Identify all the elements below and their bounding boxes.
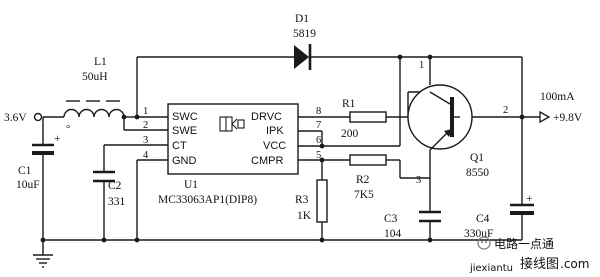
c1-plus: + <box>54 133 61 145</box>
q1-pin-1: 1 <box>419 60 424 71</box>
capacitor-c4 <box>510 203 534 215</box>
c2-value: 331 <box>108 196 126 208</box>
l1-ref: L1 <box>94 56 107 68</box>
r1-value: 200 <box>341 128 359 140</box>
pin-label-cmpr: CMPR <box>251 155 283 167</box>
resistor-r3 <box>316 179 328 223</box>
input-terminal <box>33 112 43 122</box>
output-arrow-icon <box>539 110 551 124</box>
pin-8: 8 <box>316 106 321 117</box>
r2-ref: R2 <box>356 174 370 186</box>
capacitor-c1 <box>32 143 54 155</box>
c1-ref: C1 <box>18 165 32 177</box>
pin-label-swc: SWC <box>172 111 198 123</box>
pin-7: 7 <box>316 120 321 131</box>
c4-ref: C4 <box>476 213 490 225</box>
pin-4: 4 <box>143 150 149 161</box>
wires <box>33 56 540 268</box>
q1-value: 8550 <box>466 167 489 179</box>
r3-ref: R3 <box>295 194 309 206</box>
u1-ref: U1 <box>184 179 198 191</box>
junctions <box>40 54 525 243</box>
resistor-r2 <box>349 154 387 166</box>
pin-2: 2 <box>143 120 148 131</box>
resistor-r1 <box>349 111 387 123</box>
pin-label-drvc: DRVC <box>251 111 282 123</box>
d1-value: 5819 <box>293 28 316 40</box>
c3-value: 104 <box>384 228 402 240</box>
ic-u1 <box>167 103 299 175</box>
c2-ref: C2 <box>108 180 122 192</box>
c3-ref: C3 <box>384 213 398 225</box>
output-voltage: +9.8V <box>553 112 583 124</box>
pin-label-ct: CT <box>172 140 187 152</box>
capacitor-c2 <box>93 170 115 183</box>
watermark-domain: .com <box>560 257 589 271</box>
watermark-text: 电路一点通 <box>494 236 554 251</box>
watermark-logo-text: 接线图 <box>520 256 559 272</box>
watermark-url: jiexiantu <box>469 263 513 274</box>
output-current: 100mA <box>540 91 575 103</box>
pin-6: 6 <box>316 135 321 146</box>
q1-pin-3: 3 <box>416 175 421 186</box>
c1-value: 10uF <box>16 179 40 191</box>
pin-label-gnd: GND <box>172 155 197 167</box>
r2-value: 7K5 <box>354 189 374 201</box>
pin-3: 3 <box>143 135 148 146</box>
q1-pin-2: 2 <box>503 105 508 116</box>
r3-value: 1K <box>297 210 312 222</box>
c4-plus: + <box>526 193 533 205</box>
q1-ref: Q1 <box>470 152 484 164</box>
pin-label-ipk: IPK <box>266 125 284 137</box>
watermark: 电路一点通 jiexiantu 接线图 .com <box>469 236 589 274</box>
transistor-q1 <box>407 84 473 151</box>
coupling-dot: ° <box>66 124 70 135</box>
u1-part-number: MC33063AP1(DIP8) <box>158 194 257 206</box>
c4-value: 330uF <box>464 228 493 240</box>
pin-1: 1 <box>143 106 148 117</box>
inductor-l1 <box>63 100 125 118</box>
d1-ref: D1 <box>295 13 309 25</box>
pin-label-vcc: VCC <box>263 140 286 152</box>
pin-5: 5 <box>316 150 321 161</box>
capacitor-c3 <box>419 210 441 223</box>
l1-value: 50uH <box>82 71 108 83</box>
diode-d1 <box>294 44 312 70</box>
pin-label-swe: SWE <box>172 125 197 137</box>
input-voltage: 3.6V <box>4 112 27 124</box>
r1-ref: R1 <box>342 98 356 110</box>
